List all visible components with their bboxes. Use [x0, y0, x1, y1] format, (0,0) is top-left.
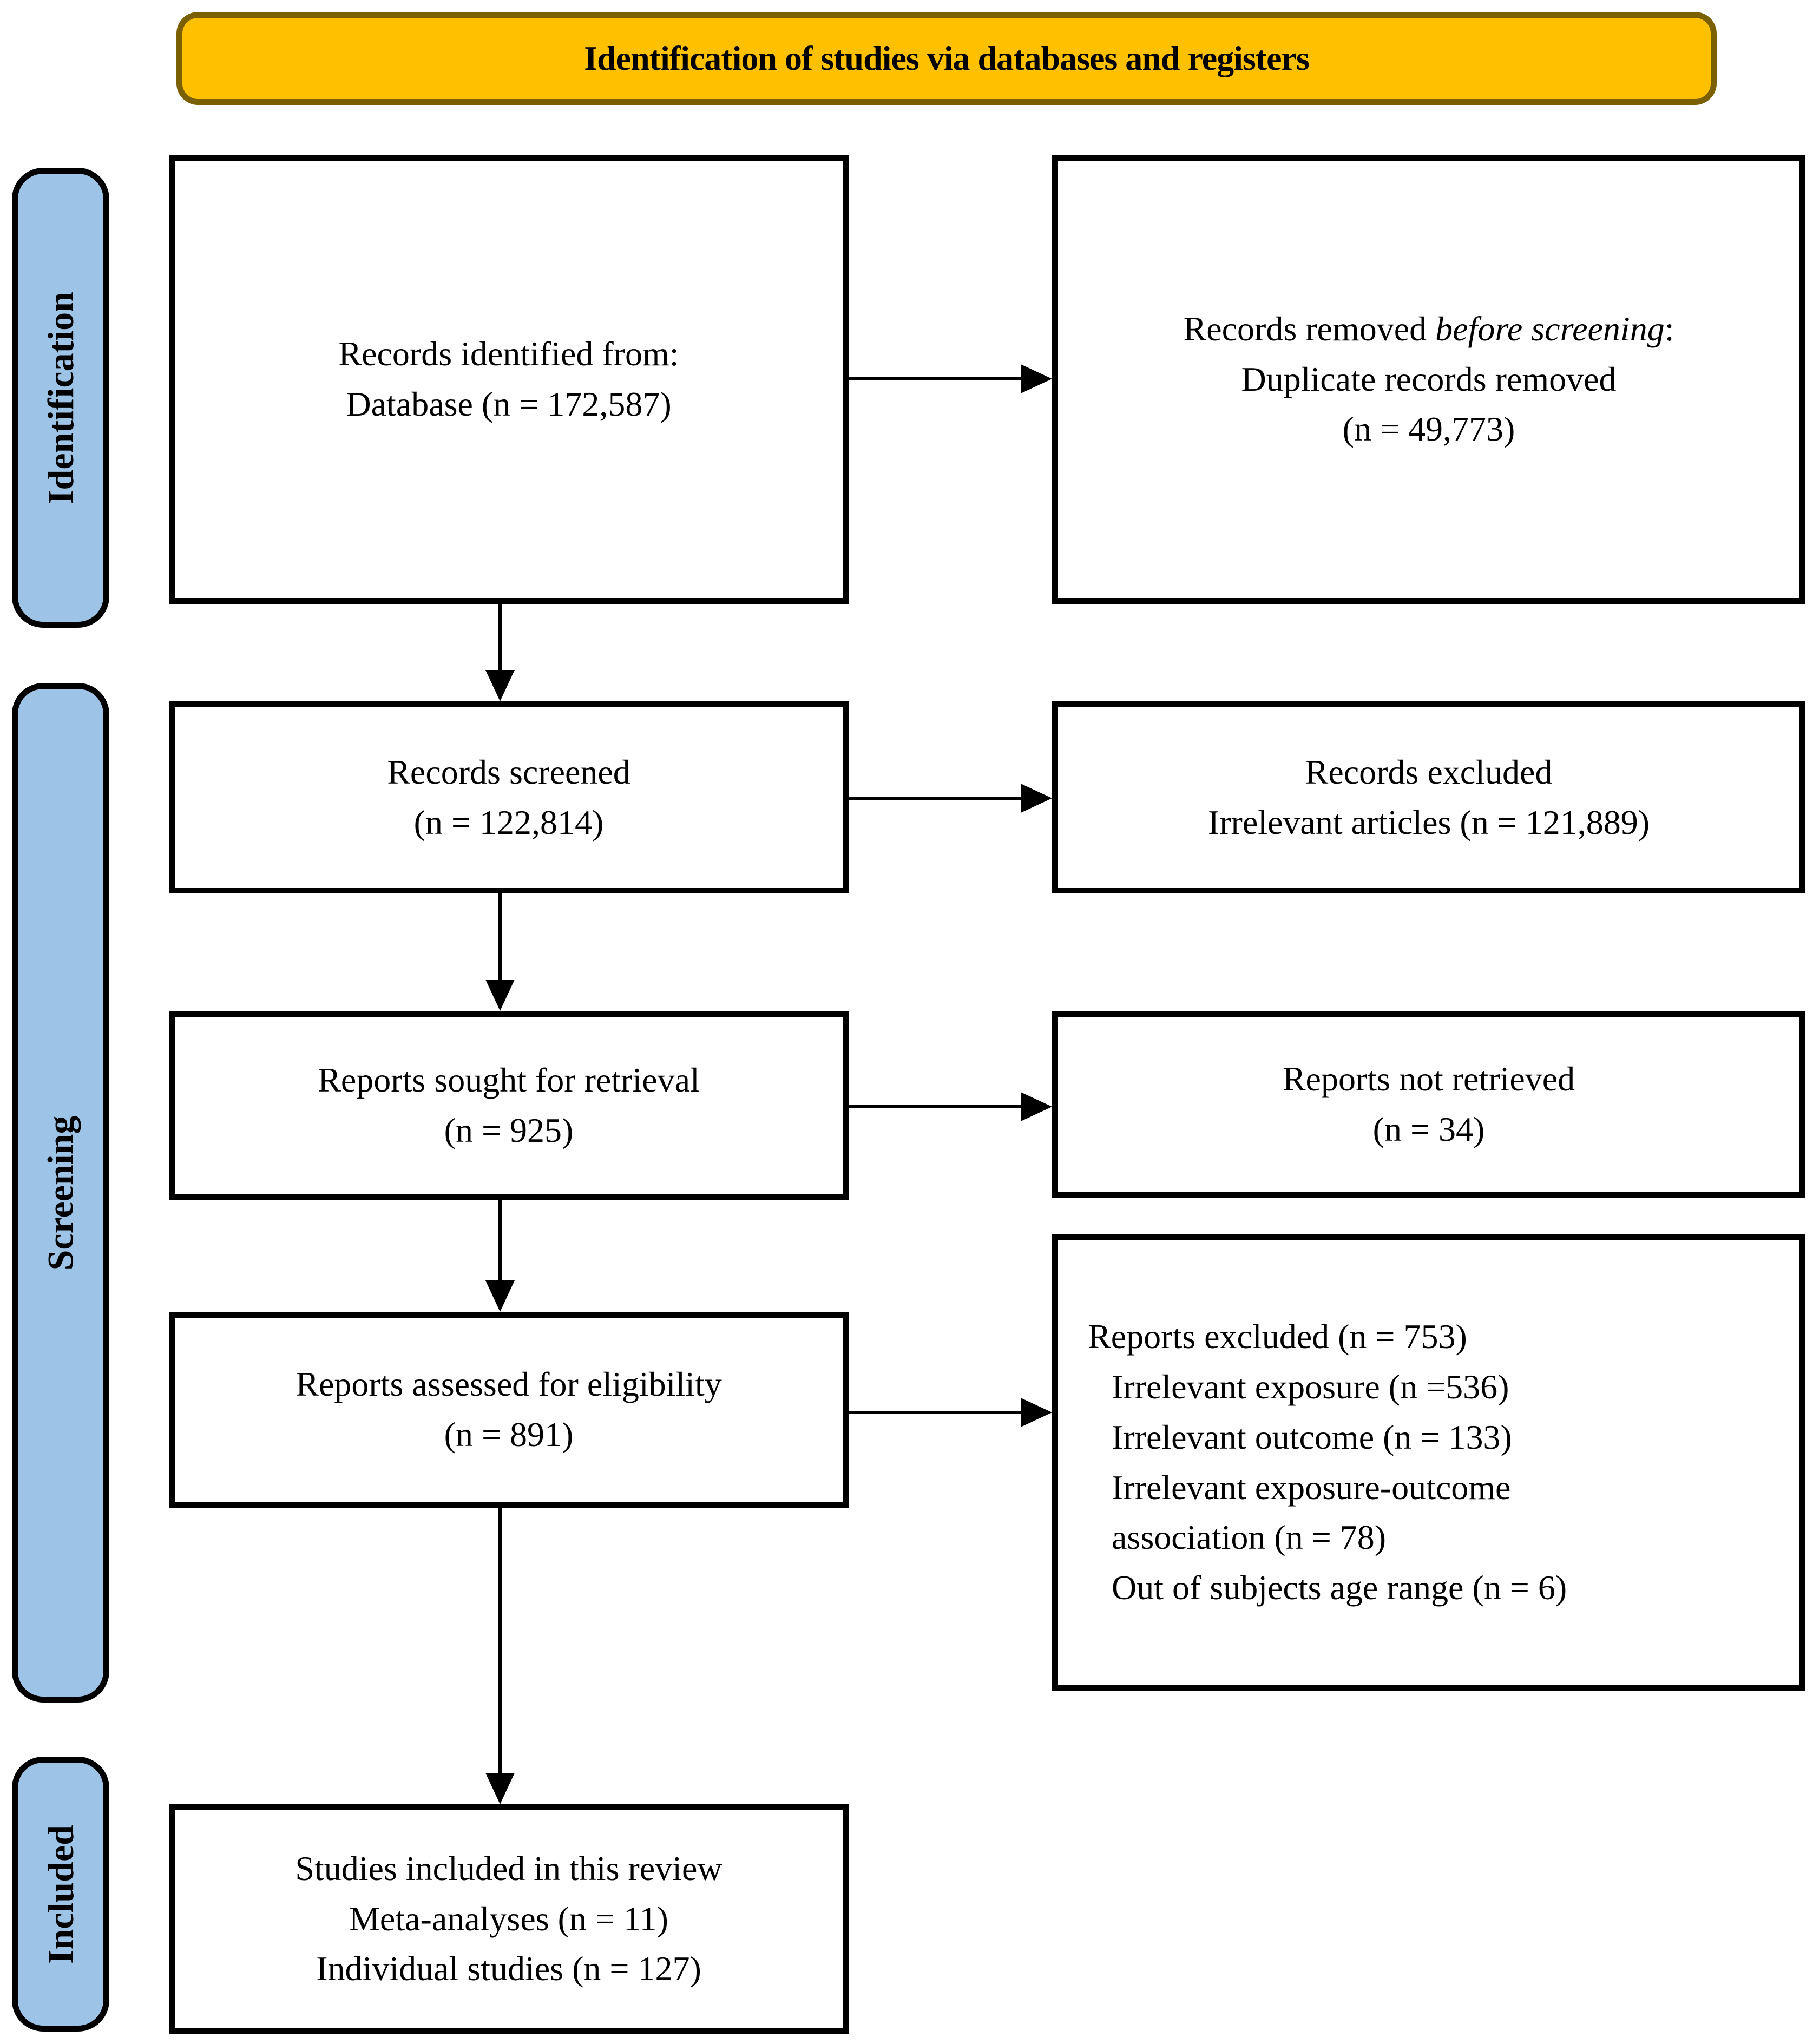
box-text-line: Studies included in this review: [295, 1849, 722, 1888]
stage-bar-included: Included: [12, 1757, 109, 2032]
box-text-line: Reports sought for retrieval: [318, 1061, 700, 1100]
connector-sought-to-not-retrieved-line: [849, 1105, 1023, 1108]
stage-label-included: Included: [40, 1824, 81, 1964]
box-text-line: Meta-analyses (n = 11): [349, 1899, 668, 1938]
box-text-line: Reports not retrieved: [1282, 1059, 1575, 1098]
box-records-identified: Records identified from: Database (n = 1…: [169, 155, 849, 604]
box-text-line: Records excluded: [1305, 752, 1553, 791]
box-text-line: Records screened: [387, 752, 630, 791]
box-text-line: (n = 49,773): [1342, 410, 1515, 449]
box-reports-assessed: Reports assessed for eligibility (n = 89…: [169, 1312, 849, 1508]
diagram-title: Identification of studies via databases …: [584, 39, 1310, 77]
connector-sought-to-assessed-arrowhead-icon: [485, 1280, 515, 1312]
box-reports-sought: Reports sought for retrieval (n = 925): [169, 1011, 849, 1200]
exclusion-reason-item: Out of subjects age range (n = 6): [1112, 1568, 1567, 1607]
stage-bar-identification: Identification: [12, 168, 109, 628]
box-text-line: Reports excluded (n = 753): [1088, 1317, 1467, 1356]
box-records-screened: Records screened (n = 122,814): [169, 701, 849, 893]
connector-identified-to-screened-arrowhead-icon: [485, 670, 515, 701]
connector-screened-to-sought-arrowhead-icon: [485, 980, 515, 1011]
box-text-line: Duplicate records removed: [1241, 359, 1617, 398]
box-studies-included: Studies included in this review Meta-ana…: [169, 1804, 849, 2034]
connector-sought-to-assessed-line: [498, 1200, 502, 1280]
box-reports-excluded: Reports excluded (n = 753) Irrelevant ex…: [1052, 1234, 1805, 1691]
connector-assessed-to-included-arrowhead-icon: [485, 1773, 515, 1804]
box-text-segment: Records removed: [1183, 309, 1436, 348]
connector-identified-to-removed-arrowhead-icon: [1021, 364, 1052, 393]
box-text-italic-segment: before screening: [1435, 309, 1665, 348]
box-text-line: Records identified from:: [338, 334, 679, 373]
box-text-segment: :: [1664, 309, 1674, 348]
stage-label-screening: Screening: [40, 1115, 81, 1270]
connector-identified-to-removed-line: [849, 377, 1023, 380]
connector-assessed-to-reports-excluded-arrowhead-icon: [1021, 1398, 1052, 1427]
box-records-excluded: Records excluded Irrelevant articles (n …: [1052, 701, 1805, 893]
stage-bar-screening: Screening: [12, 683, 109, 1703]
box-text-line: Irrelevant articles (n = 121,889): [1207, 803, 1650, 842]
stage-label-identification: Identification: [40, 291, 81, 504]
connector-assessed-to-included-line: [498, 1508, 502, 1773]
box-text-line: (n = 122,814): [413, 803, 604, 842]
exclusion-reason-item: Irrelevant exposure-outcome association …: [1112, 1468, 1511, 1557]
box-records-removed: Records removed before screening: Duplic…: [1052, 155, 1805, 604]
title-banner: Identification of studies via databases …: [176, 12, 1717, 105]
box-reports-not-retrieved: Reports not retrieved (n = 34): [1052, 1011, 1805, 1198]
exclusion-reason-item: Irrelevant outcome (n = 133): [1112, 1417, 1512, 1456]
box-text-line: Individual studies (n = 127): [316, 1949, 701, 1988]
box-text-line: Records removed before screening:: [1184, 304, 1674, 354]
box-text-line: (n = 925): [444, 1111, 574, 1149]
connector-screened-to-excluded-arrowhead-icon: [1021, 784, 1052, 813]
box-text-line: Database (n = 172,587): [346, 385, 672, 423]
connector-screened-to-excluded-line: [849, 797, 1023, 800]
connector-assessed-to-reports-excluded-line: [849, 1411, 1023, 1414]
connector-screened-to-sought-line: [498, 893, 502, 980]
connector-identified-to-screened-line: [498, 604, 502, 670]
exclusion-reason-item: Irrelevant exposure (n =536): [1112, 1367, 1509, 1406]
connector-sought-to-not-retrieved-arrowhead-icon: [1021, 1092, 1052, 1121]
box-text-line: Reports assessed for eligibility: [295, 1365, 722, 1404]
box-text-line: (n = 891): [444, 1415, 574, 1454]
box-text-line: (n = 34): [1372, 1109, 1485, 1148]
